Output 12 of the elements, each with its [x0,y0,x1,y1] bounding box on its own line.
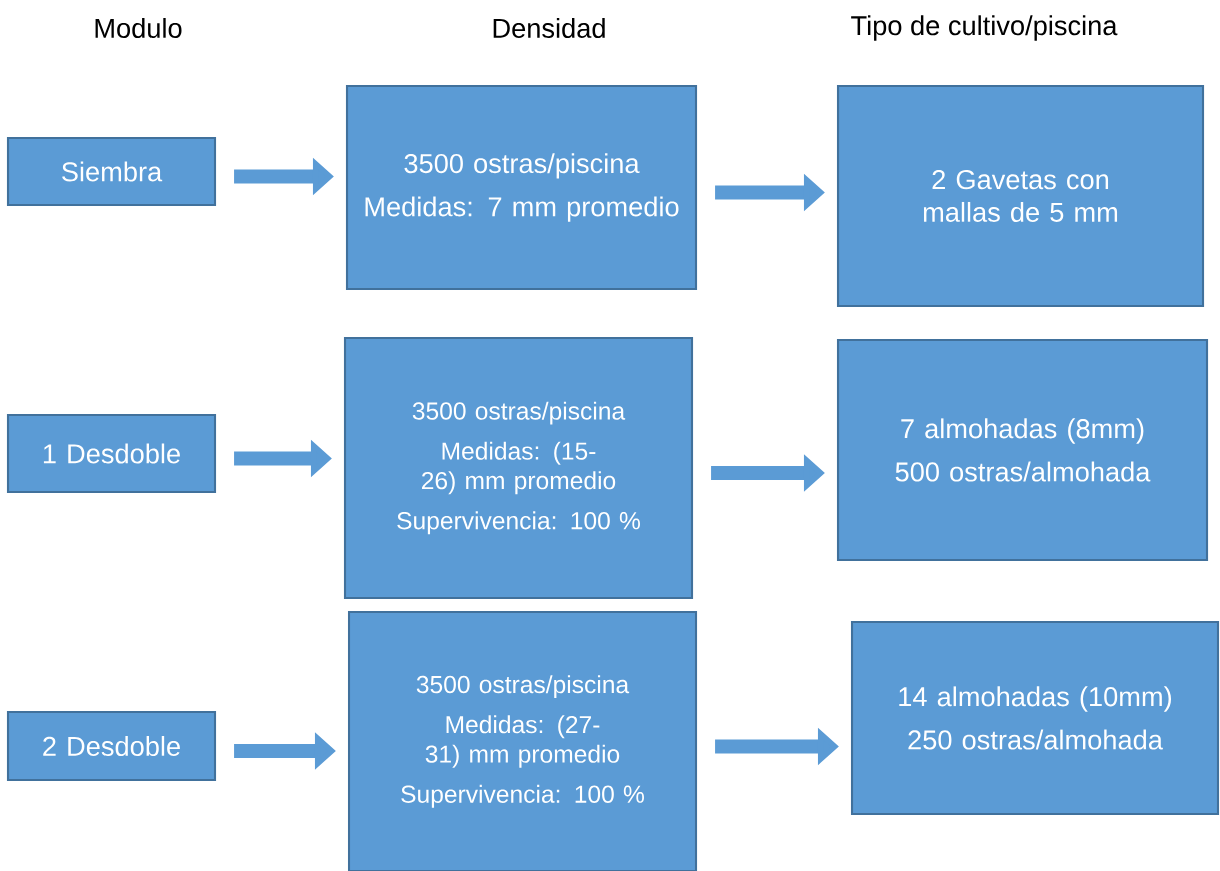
process-box: 14 almohadas (10mm) 250 ostras/almohada [850,620,1220,816]
process-box: 3500 ostras/piscina Medidas: (15-26) mm promedio Supervivencia: 100 % [343,336,694,600]
process-box: 3500 ostras/piscina Medidas: 7 mm promedio [345,84,698,291]
process-box: 3500 ostras/piscina Medidas: (27-31) mm promedio Supervivencia: 100 % [347,610,698,871]
process-box: Siembra [6,136,217,207]
column-heading: Modulo [95,18,182,38]
process-box: 2 Desdoble [6,710,217,782]
process-box: 2 Gavetas con mallas de 5 mm [836,84,1205,308]
process-box: 7 almohadas (8mm) 500 ostras/almohada [836,338,1209,562]
column-heading: Densidad [493,18,605,38]
process-box: 1 Desdoble [6,413,217,494]
column-heading: Tipo de cultivo/piscina [851,15,1118,41]
